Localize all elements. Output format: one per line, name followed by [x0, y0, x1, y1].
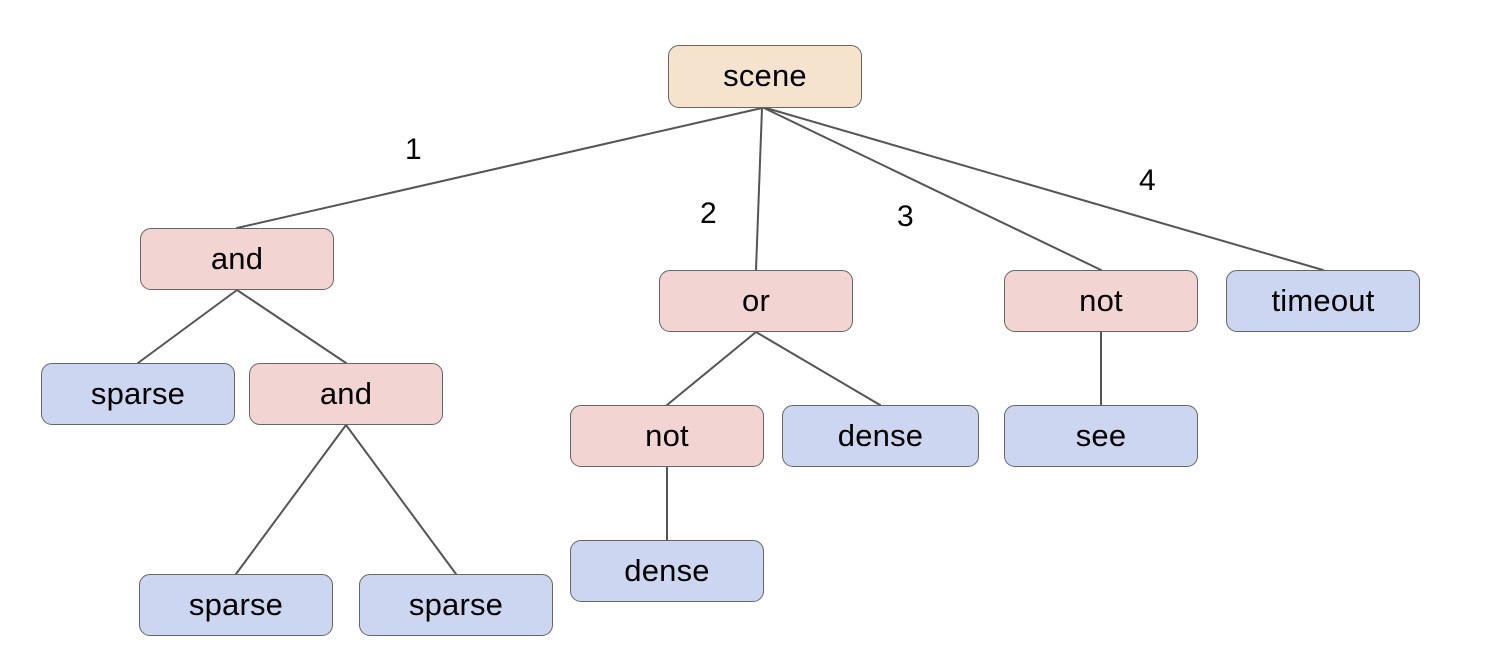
tree-node-and1[interactable]: and: [140, 228, 334, 290]
tree-node-sparse1[interactable]: sparse: [41, 363, 235, 425]
tree-node-not1[interactable]: not: [570, 405, 764, 467]
tree-node-label: timeout: [1271, 282, 1375, 318]
edge-scene-to-and1: [236, 107, 763, 229]
edge-or1-to-not1: [666, 331, 757, 406]
edge-label-1: 1: [405, 133, 422, 166]
tree-node-label: sparse: [188, 586, 284, 622]
edge-label-3: 3: [897, 200, 914, 233]
tree-node-label: sparse: [408, 586, 504, 622]
tree-node-label: and: [319, 375, 373, 411]
edge-and2-to-sparse3: [345, 424, 457, 575]
tree-node-timeout1[interactable]: timeout: [1226, 270, 1420, 332]
tree-node-sparse3[interactable]: sparse: [359, 574, 553, 636]
edge-scene-to-not2: [763, 107, 1102, 271]
tree-node-label: or: [742, 282, 770, 318]
tree-node-label: dense: [837, 417, 924, 453]
tree-node-see1[interactable]: see: [1004, 405, 1198, 467]
tree-node-label: sparse: [90, 375, 186, 411]
edge-or1-to-dense1: [755, 331, 881, 406]
tree-node-scene[interactable]: scene: [668, 45, 862, 108]
tree-node-or1[interactable]: or: [659, 270, 853, 332]
edge-and2-to-sparse2: [235, 424, 347, 575]
tree-node-not2[interactable]: not: [1004, 270, 1198, 332]
edge-and1-to-and2: [236, 289, 347, 364]
edge-and1-to-sparse1: [137, 289, 238, 364]
tree-node-label: scene: [723, 58, 807, 93]
edge-scene-to-or1: [755, 107, 763, 271]
edge-label-2: 2: [700, 197, 717, 230]
tree-node-and2[interactable]: and: [249, 363, 443, 425]
tree-node-sparse2[interactable]: sparse: [139, 574, 333, 636]
tree-node-label: and: [210, 240, 264, 276]
tree-node-label: dense: [624, 552, 710, 588]
tree-node-dense2[interactable]: dense: [570, 540, 764, 602]
tree-node-dense1[interactable]: dense: [782, 405, 979, 467]
tree-node-label: not: [1079, 282, 1123, 318]
tree-node-label: see: [1075, 417, 1127, 453]
edge-label-4: 4: [1139, 164, 1156, 197]
tree-node-label: not: [645, 417, 689, 453]
edge-scene-to-timeout1: [765, 107, 1324, 271]
